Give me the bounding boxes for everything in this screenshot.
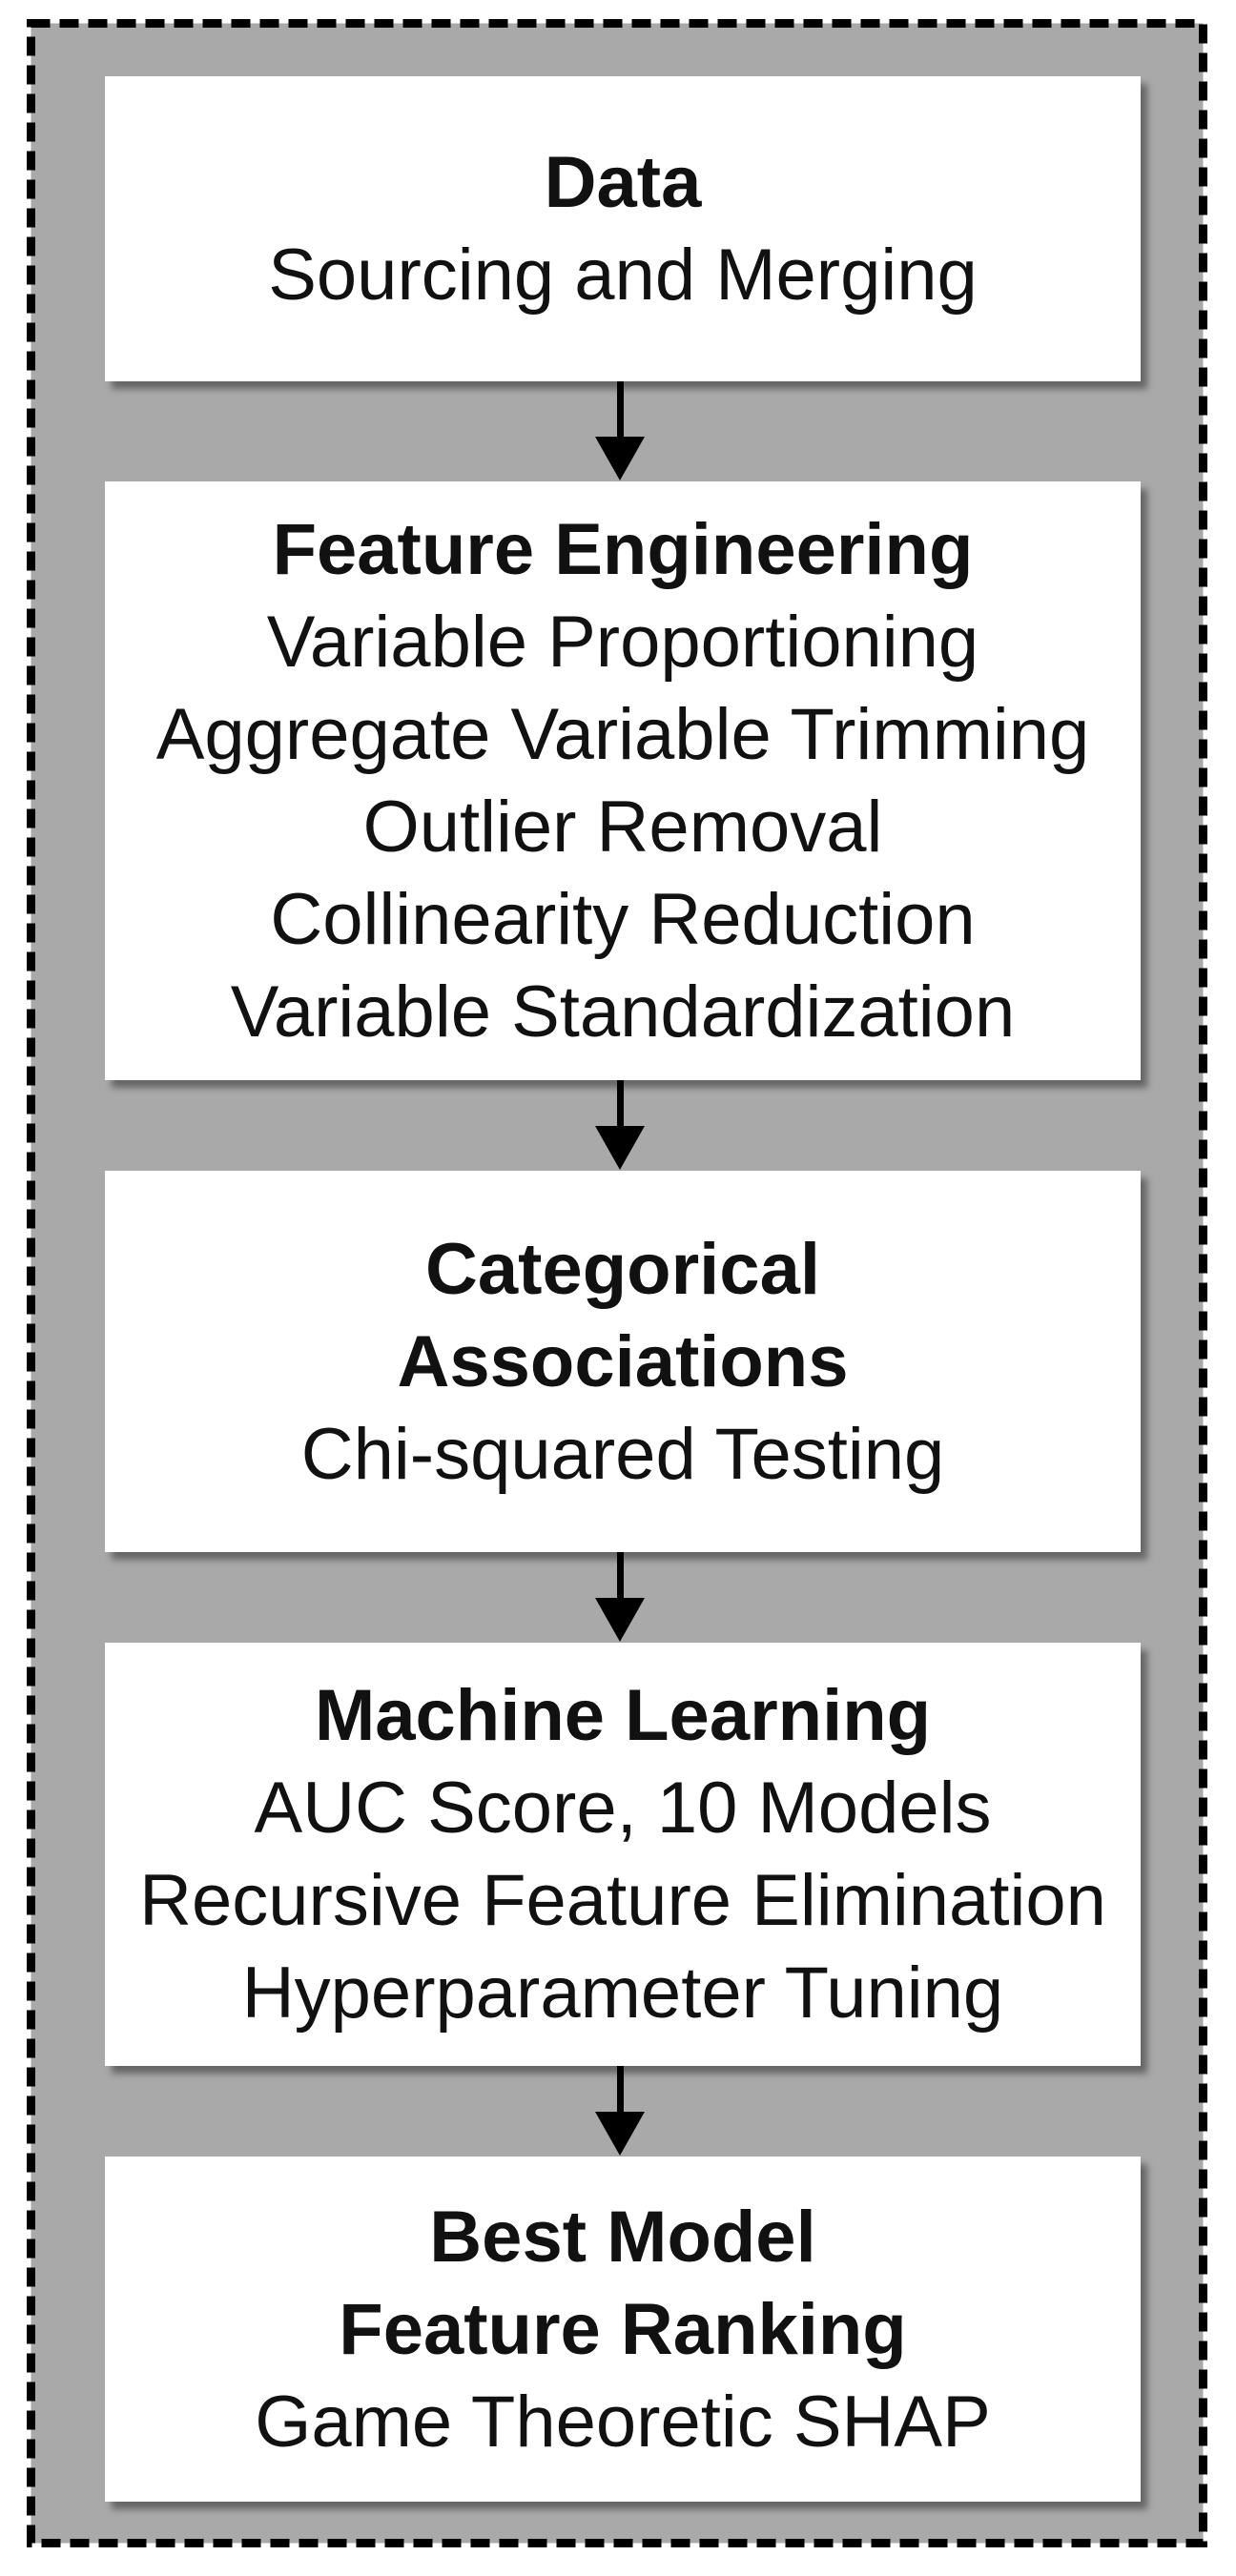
node-title-line: Data	[544, 142, 702, 223]
node-detail-line: Outlier Removal	[362, 787, 883, 868]
arrow-shaft	[616, 381, 624, 437]
node-title-line: Feature Ranking	[339, 2288, 907, 2370]
flow-node-machine-learning: Machine Learning AUC Score, 10 Models Re…	[105, 1643, 1141, 2066]
arrow-head	[595, 2112, 645, 2156]
flow-node-feature-engineering: Feature Engineering Variable Proportioni…	[105, 481, 1141, 1080]
node-detail-line: AUC Score, 10 Models	[254, 1768, 992, 1849]
node-title-line: Associations	[397, 1320, 849, 1402]
node-detail-line: Variable Standardization	[230, 971, 1016, 1053]
flow-node-best-model-feature-ranking: Best Model Feature Ranking Game Theoreti…	[105, 2157, 1141, 2502]
node-title-line: Categorical	[425, 1228, 820, 1310]
node-detail-line: Variable Proportioning	[266, 602, 979, 683]
node-detail-line: Sourcing and Merging	[268, 235, 978, 316]
node-detail-line: Aggregate Variable Trimming	[155, 694, 1090, 775]
arrow-shaft	[616, 2066, 624, 2112]
flow-arrow	[595, 1080, 645, 1170]
flow-node-data: Data Sourcing and Merging	[105, 76, 1141, 381]
arrow-head	[595, 1126, 645, 1170]
arrow-shaft	[616, 1552, 624, 1598]
node-detail-line: Game Theoretic SHAP	[255, 2381, 991, 2463]
flow-arrow	[595, 381, 645, 480]
flow-arrow	[595, 1552, 645, 1642]
node-detail-line: Chi-squared Testing	[300, 1413, 945, 1495]
node-detail-line: Collinearity Reduction	[270, 879, 976, 960]
arrow-head	[595, 437, 645, 480]
flow-node-categorical-associations: Categorical Associations Chi-squared Tes…	[105, 1171, 1141, 1552]
node-title-line: Feature Engineering	[272, 509, 974, 590]
node-detail-line: Hyperparameter Tuning	[241, 1952, 1004, 2034]
arrow-shaft	[616, 1080, 624, 1126]
node-title-line: Machine Learning	[314, 1675, 932, 1756]
flow-arrow	[595, 2066, 645, 2156]
arrow-head	[595, 1598, 645, 1642]
node-title-line: Best Model	[429, 2196, 816, 2278]
node-detail-line: Recursive Feature Elimination	[139, 1860, 1106, 1941]
